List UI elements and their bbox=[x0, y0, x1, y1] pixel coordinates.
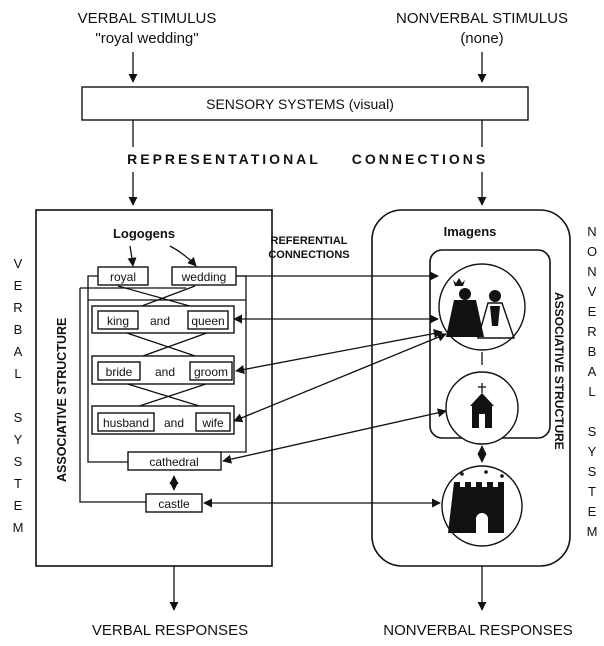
side-letter: S bbox=[14, 454, 23, 469]
nonverbal-stimulus-value: (none) bbox=[460, 30, 503, 47]
word-groom: groom bbox=[194, 365, 228, 379]
word-and-3: and bbox=[164, 416, 184, 430]
ref-husbandwife-to-kq bbox=[233, 332, 447, 423]
side-letter: A bbox=[14, 344, 23, 359]
word-wife: wife bbox=[201, 416, 224, 430]
side-letter: Y bbox=[588, 444, 597, 459]
word-king: king bbox=[107, 314, 129, 328]
verbal-stimulus-value: "royal wedding" bbox=[95, 30, 198, 47]
word-husband: husband bbox=[103, 416, 149, 430]
side-letter: E bbox=[14, 278, 23, 293]
verbal-stimulus-title: VERBAL STIMULUS bbox=[78, 10, 217, 27]
word-box-castle bbox=[145, 493, 203, 513]
nonverbal-stimulus-title: NONVERBAL STIMULUS bbox=[396, 10, 568, 27]
side-letter: S bbox=[588, 424, 597, 439]
sensory-systems-label: SENSORY SYSTEMS (visual) bbox=[206, 96, 394, 112]
referential-label-2: CONNECTIONS bbox=[268, 249, 349, 261]
side-letter: V bbox=[14, 256, 23, 271]
side-letter: S bbox=[14, 410, 23, 425]
side-letter: R bbox=[587, 324, 596, 339]
word-box-king bbox=[97, 310, 139, 330]
side-letter: L bbox=[588, 384, 595, 399]
side-letter: L bbox=[14, 366, 21, 381]
side-letter: M bbox=[587, 524, 598, 539]
side-letter: E bbox=[588, 304, 597, 319]
side-letter: T bbox=[588, 484, 596, 499]
side-letter: S bbox=[588, 464, 597, 479]
word-queen: queen bbox=[191, 314, 224, 328]
referential-label-1: REFERENTIAL bbox=[271, 235, 348, 247]
side-letter: B bbox=[14, 322, 23, 337]
sensory-systems-box bbox=[81, 86, 529, 121]
church-glyph bbox=[470, 383, 494, 428]
queen-icon bbox=[477, 290, 515, 339]
word-cathedral: cathedral bbox=[149, 455, 198, 469]
imagens-title: Imagens bbox=[444, 224, 497, 239]
ref-cathedral-to-church bbox=[222, 408, 447, 464]
connections-label: CONNECTIONS bbox=[352, 151, 488, 167]
assoc-line-outer bbox=[79, 288, 146, 503]
verbal-associative-structure: ASSOCIATIVE STRUCTURE bbox=[55, 318, 69, 482]
side-letter: E bbox=[14, 498, 23, 513]
side-letter: R bbox=[13, 300, 22, 315]
king-icon bbox=[446, 278, 484, 337]
logogens-title: Logogens bbox=[113, 226, 175, 241]
word-box-groom bbox=[189, 361, 233, 381]
word-royal: royal bbox=[110, 270, 136, 284]
side-letter: O bbox=[587, 244, 597, 259]
word-box-husband bbox=[97, 412, 155, 432]
word-and-2: and bbox=[155, 365, 175, 379]
word-bride: bride bbox=[106, 365, 133, 379]
side-letter: A bbox=[588, 364, 597, 379]
side-letter: Y bbox=[14, 432, 23, 447]
word-box-royal bbox=[97, 266, 149, 286]
nonverbal-responses-label: NONVERBAL RESPONSES bbox=[383, 622, 573, 639]
word-box-bride bbox=[97, 361, 141, 381]
arrow-logogens-royal bbox=[127, 245, 137, 267]
side-letter: E bbox=[588, 504, 597, 519]
word-box-cathedral bbox=[127, 451, 222, 471]
ref-bridegroom-to-kq bbox=[235, 329, 443, 374]
verbal-responses-label: VERBAL RESPONSES bbox=[92, 622, 248, 639]
side-letter: B bbox=[588, 344, 597, 359]
side-letter: N bbox=[587, 224, 596, 239]
word-box-queen bbox=[187, 310, 229, 330]
word-wedding: wedding bbox=[181, 270, 227, 284]
side-letter: M bbox=[13, 520, 24, 535]
castle-glyph bbox=[448, 470, 504, 533]
nonverbal-associative-structure: ASSOCIATIVE STRUCTURE bbox=[552, 292, 566, 450]
word-castle: castle bbox=[158, 497, 190, 511]
representational-label: REPRESENTATIONAL bbox=[127, 151, 321, 167]
side-letter: N bbox=[587, 264, 596, 279]
assoc-line-royal bbox=[87, 275, 128, 463]
arrow-logogens-wedding bbox=[169, 245, 197, 267]
king-queen-icon bbox=[438, 263, 526, 351]
side-letter: T bbox=[14, 476, 22, 491]
word-and-1: and bbox=[150, 314, 170, 328]
side-letter: V bbox=[588, 284, 597, 299]
